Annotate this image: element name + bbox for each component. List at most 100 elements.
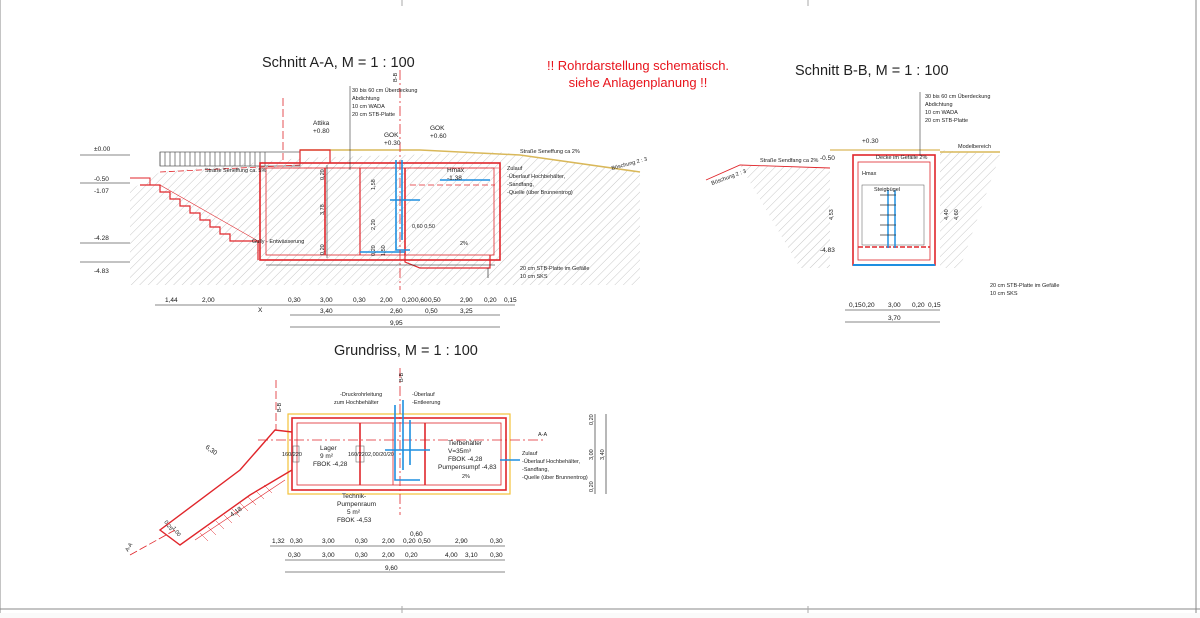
b-dim-2: 3,00 [888, 302, 901, 309]
vdim-5: 0,20 [371, 245, 377, 256]
b-level-0: +0.30 [862, 138, 879, 145]
b-vdim-1: 4,40 [944, 209, 950, 220]
zulauf-line-3: -Sandfang, [507, 182, 534, 188]
a-dim2-0: 3,40 [320, 308, 333, 315]
plan-dim-7: 2,90 [455, 538, 468, 545]
plan-technik-2: Pumpenraum [337, 501, 376, 508]
plan-dim2-4: 0,20 [405, 552, 418, 559]
plan-zulauf-3: -Sandfang, [522, 467, 549, 473]
plan-dim2-5: 4,00 [445, 552, 458, 559]
schematic-note-line2: siehe Anlagenplanung !! [569, 75, 708, 90]
plan-rdim-0: 0,20 [589, 414, 595, 425]
section-a-layer-3: 10 cm WADA [352, 104, 385, 110]
b-dim-0: 0,15 [849, 302, 862, 309]
a-dim-9: 0,50 [428, 297, 441, 304]
plan-rdim-1: 3,00 [589, 449, 595, 460]
a-dim2-3: 3,25 [460, 308, 473, 315]
a-dim-7: 0,20 [402, 297, 415, 304]
vdim-2: 2,20 [371, 219, 377, 230]
a-dim2-1: 2,60 [390, 308, 403, 315]
b-dim-3: 0,20 [912, 302, 925, 309]
section-a-axis-label: B-B [393, 73, 399, 83]
section-a-levels: ±0.00 -0.50 -1.07 -4.28 -4.83 [80, 146, 130, 275]
stair-dim-3: 0,25 [162, 520, 173, 532]
plan-tief-4: Pumpensumpf -4,83 [438, 464, 497, 471]
boeschung-label: Böschung 2 : 3 [611, 157, 648, 172]
gok1-label: GOK [384, 132, 399, 139]
plan-rdim-3: 3,40 [600, 449, 606, 460]
strasse-label: Straße Seneffung ca. 5% [205, 168, 266, 174]
plan-aa-right: A-A [538, 432, 548, 438]
plan-dim-4: 2,00 [382, 538, 395, 545]
section-b-labels: 30 bis 60 cm Überdeckung Abdichtung 10 c… [711, 92, 1059, 323]
section-b-title: Schnitt B-B, M = 1 : 100 [795, 63, 949, 79]
stair-dim-4: 1,00 [170, 526, 181, 538]
plan-rdim-2: 0,20 [589, 481, 595, 492]
plan-druck-1: -Druckrohrleitung [340, 392, 382, 398]
b-boeschung: Böschung 2 : 3 [711, 169, 748, 187]
plan-dim0-0: 0,60 [410, 531, 423, 538]
b-dim-total: 3,70 [888, 315, 901, 322]
plan-lager-3: FBOK -4,28 [313, 461, 348, 468]
plan-zulauf-2: -Überlauf Hochbehälter, [522, 458, 581, 465]
plan-dim2-6: 3,10 [465, 552, 478, 559]
plan-dim2-1: 3,00 [322, 552, 335, 559]
plan-slope: 2% [462, 474, 470, 480]
door-2: 160/220 [348, 452, 368, 458]
plan-drawing [129, 368, 545, 556]
section-a-dim-chain [155, 304, 515, 328]
b-bottom-2: 10 cm SKS [990, 291, 1018, 297]
plan-dim-8: 0,30 [490, 538, 503, 545]
a-dim-total: 9,95 [390, 320, 403, 327]
plan-tief-2: V=35m³ [448, 448, 472, 455]
b-vdim-0: 4,53 [829, 209, 835, 220]
stair-dim-2: 4,18 [229, 505, 244, 518]
b-decke: Decke im Gefälle 2% [876, 155, 927, 161]
gok2-label: GOK [430, 125, 445, 132]
a-dim-5: 0,30 [353, 297, 366, 304]
section-a-title: Schnitt A-A, M = 1 : 100 [262, 55, 415, 71]
plan-dim-0: 1,32 [272, 538, 285, 545]
b-vdim-2: 4,60 [954, 209, 960, 220]
plan-ueberlauf-1: -Überlauf [412, 391, 435, 398]
plan-tief-1: Tiefbehälter [448, 440, 483, 447]
plan-title: Grundriss, M = 1 : 100 [334, 343, 478, 359]
bottom-layer-1: 20 cm STB-Platte im Gefälle [520, 266, 589, 272]
level-4: -4.83 [94, 268, 109, 275]
b-steig: Steigbügel [874, 187, 900, 193]
door-1: 160/220 [282, 452, 302, 458]
level-2: -1.07 [94, 188, 109, 195]
plan-lager-2: 9 m² [320, 453, 334, 460]
a-dim-10: 2,90 [460, 297, 473, 304]
strasse2-label: Straße Seneffung ca 2% [520, 149, 580, 155]
a-dim-4: 3,00 [320, 297, 333, 304]
b-level-1: -0.50 [820, 155, 835, 162]
plan-zulauf-4: -Quelle (über Brunnentrog) [522, 475, 588, 481]
hmax-label: Hmax [447, 167, 465, 174]
plan-lager-1: Lager [320, 445, 337, 452]
vdim-1: 1,58 [371, 179, 377, 190]
plan-dim-3: 0,30 [355, 538, 368, 545]
attika-value: +0.80 [313, 128, 330, 135]
b-hmax: Hmax [862, 171, 877, 177]
plan-technik-4: FBOK -4,53 [337, 517, 372, 524]
a-dim-2: X [258, 307, 263, 314]
b-layer-4: 20 cm STB-Platte [925, 118, 968, 124]
gok2-value: +0.60 [430, 133, 447, 140]
section-a-layer-4: 20 cm STB-Platte [352, 112, 395, 118]
a-dim-6: 2,00 [380, 297, 393, 304]
vdim-3: 0,20 [320, 244, 326, 255]
b-modell: Modelbereich [958, 144, 991, 150]
zulauf-line-4: -Quelle (über Brunnentrog) [507, 190, 573, 196]
a-dim-12: 0,15 [504, 297, 517, 304]
zulauf-line-2: -Überlauf Hochbehälter, [507, 173, 566, 180]
plan-zulauf-1: Zulauf [522, 451, 538, 457]
schematic-note-line1: !! Rohrdarstellung schematisch. [547, 58, 729, 73]
a-dim-3: 0,30 [288, 297, 301, 304]
attika-label: Attika [313, 120, 330, 127]
level-3: -4.28 [94, 235, 109, 242]
hmax-value: -1.38 [447, 175, 462, 182]
b-strasse: Straße Sendfang ca 2% [760, 158, 819, 164]
